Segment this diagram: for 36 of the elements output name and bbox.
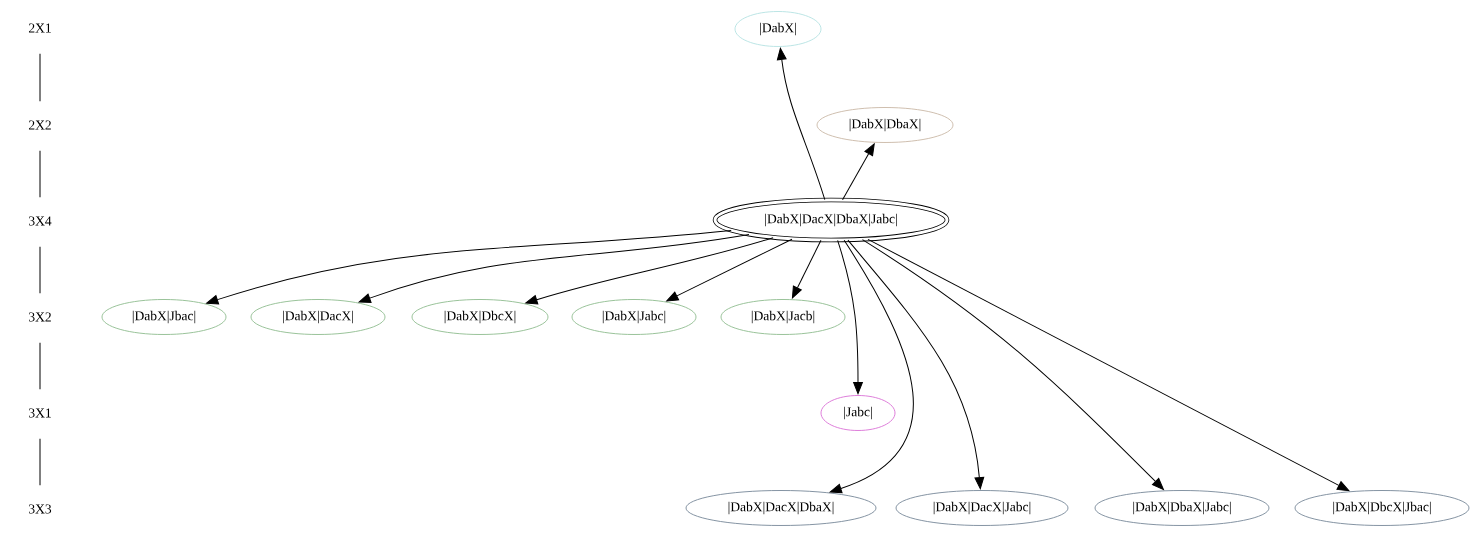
rank-label: 3X1 xyxy=(29,408,51,418)
connector-line xyxy=(39,150,41,198)
ellipse-node: |DabX|DbaX| xyxy=(816,107,954,143)
double-ellipse-node: |DabX|DacX|DbaX|Jabc| xyxy=(712,197,950,243)
ellipse-node: |DabX|Jbac| xyxy=(101,299,227,335)
arrow xyxy=(776,47,826,201)
ellipse-node: |DabX|Jacb| xyxy=(720,299,846,335)
connector-line xyxy=(39,246,41,294)
rank-label: 2X1 xyxy=(29,23,51,33)
rank-label: 2X2 xyxy=(29,120,51,130)
ellipse-node: |DabX|DbcX| xyxy=(411,299,549,335)
arrow xyxy=(842,143,875,201)
rank-label: 3X2 xyxy=(29,312,51,322)
ellipse-node: |DabX|DbaX|Jabc| xyxy=(1094,490,1270,526)
arrow xyxy=(791,239,822,299)
arrow xyxy=(867,238,1350,492)
arrow xyxy=(861,239,1164,490)
connector-line xyxy=(39,438,41,486)
connector-line xyxy=(39,342,41,390)
arrow xyxy=(358,233,750,303)
ellipse-node: |DabX|DbcX|Jbac| xyxy=(1294,490,1470,526)
rank-label: 3X4 xyxy=(29,216,52,226)
connector-line xyxy=(39,53,41,102)
ellipse-node: |Jabc| xyxy=(820,395,896,431)
arrow xyxy=(525,237,774,305)
ellipse-node: |DabX|DacX|Jabc| xyxy=(895,490,1069,526)
arrow xyxy=(206,230,732,305)
ellipse-node: |DabX| xyxy=(734,11,822,47)
rank-label: 3X3 xyxy=(29,504,52,514)
ellipse-node: |DabX|Jabc| xyxy=(571,299,697,335)
arrow xyxy=(829,239,914,494)
arrow xyxy=(847,239,985,490)
ellipse-node: |DabX|DacX|DbaX| xyxy=(685,490,877,526)
ellipse-node: |DabX|DacX| xyxy=(250,299,386,335)
arrow xyxy=(837,239,863,395)
arrow xyxy=(666,238,793,302)
